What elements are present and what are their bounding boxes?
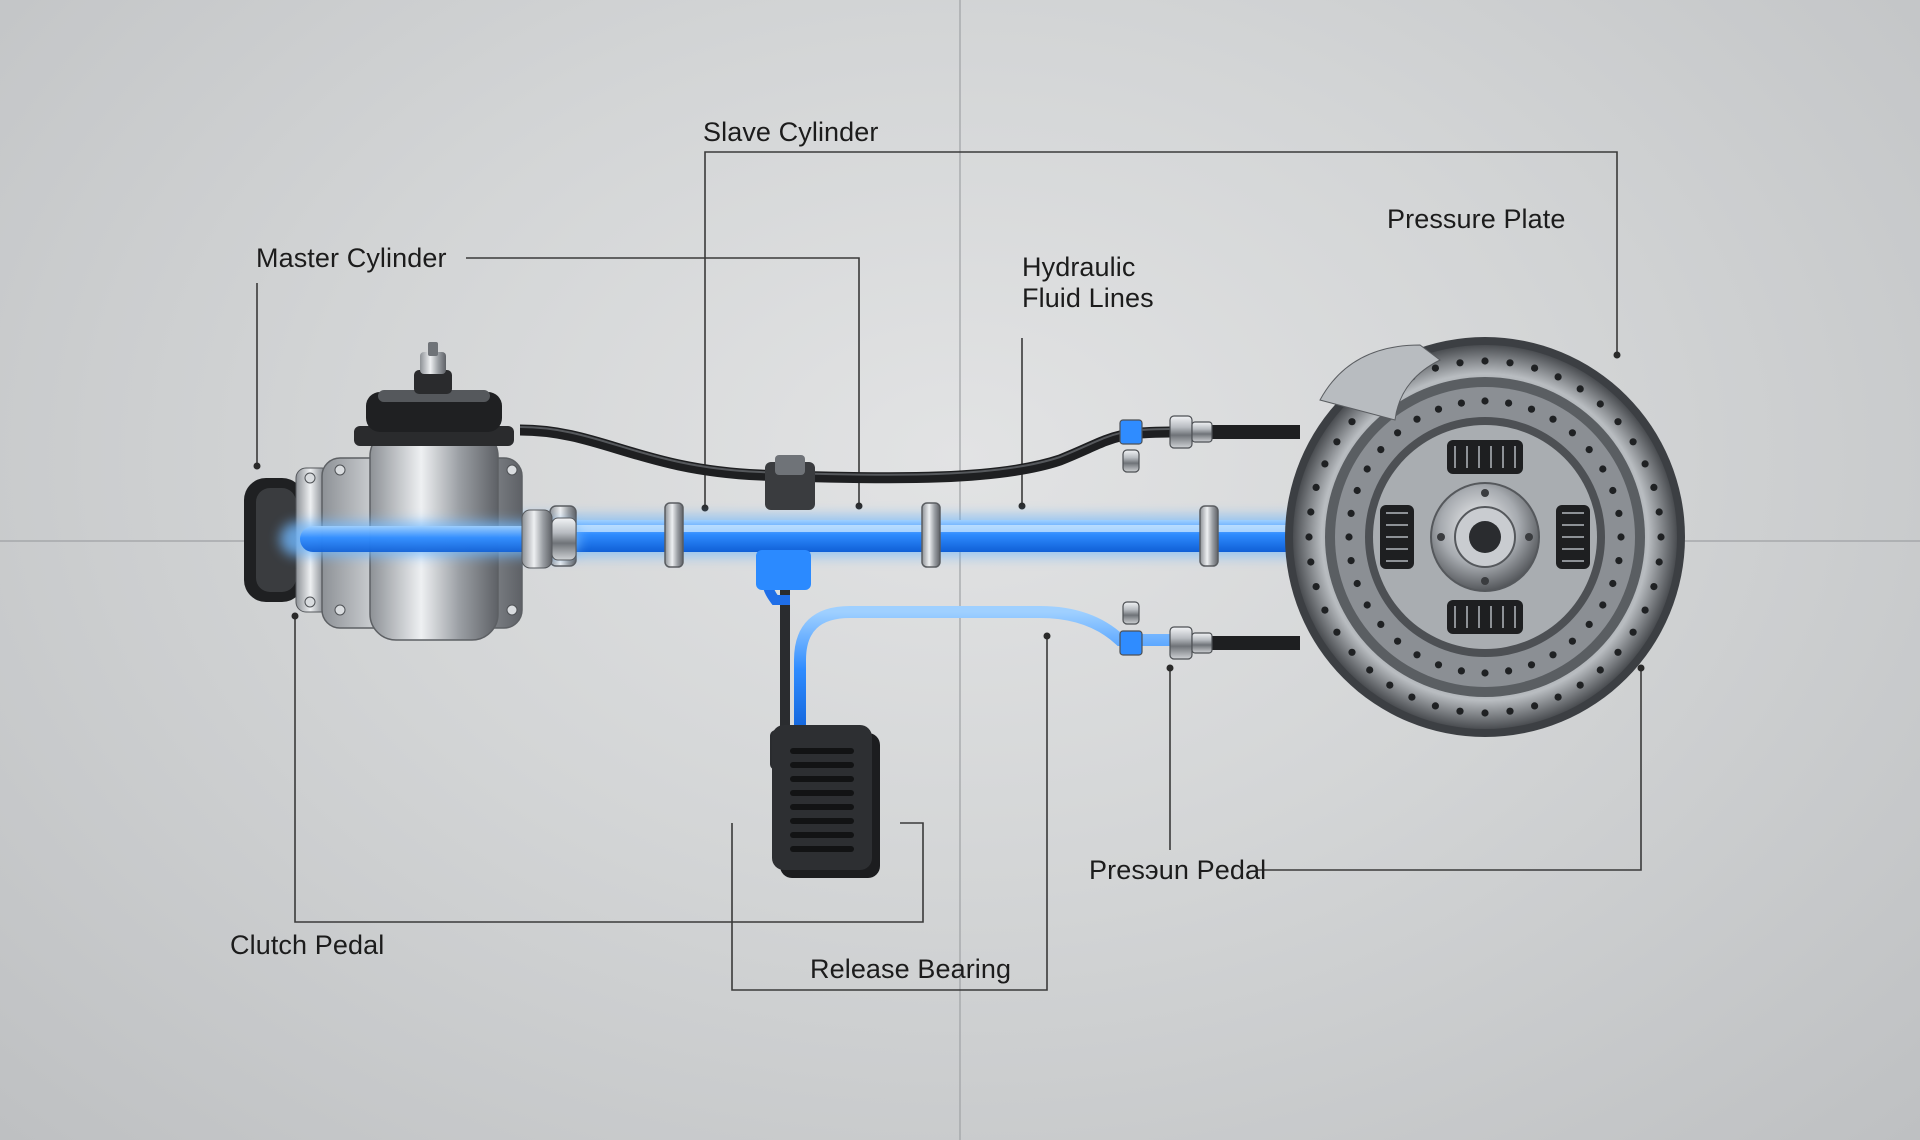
disc-hole — [1531, 364, 1539, 372]
disc-hole — [1655, 558, 1663, 566]
disc-hole — [1456, 359, 1464, 367]
disc-hole — [1641, 460, 1649, 468]
disc-hole — [1576, 385, 1584, 393]
disc-hole — [1321, 606, 1329, 614]
disc-hole — [1615, 509, 1623, 517]
disc-hole — [1345, 533, 1353, 541]
disc-hole — [1609, 579, 1617, 588]
disc-hole — [1614, 648, 1622, 656]
label-hydraulic-fluid-lines: Hydraulic Fluid Lines — [1022, 252, 1154, 314]
label-master-cylinder: Master Cylinder — [256, 243, 447, 273]
disc-hole — [1394, 637, 1402, 645]
hydraulic-hose-black — [519, 424, 1300, 650]
pedal-linkage — [762, 565, 1170, 740]
disc-hole — [1531, 702, 1539, 710]
disc-hole — [1307, 508, 1315, 516]
disc-hole — [1596, 666, 1604, 674]
disc-hole — [1629, 438, 1637, 446]
disc-hole — [1554, 373, 1562, 381]
label-hydraulic-line1: Hydraulic — [1022, 252, 1136, 282]
disc-hole — [1347, 509, 1355, 517]
disc-hole — [1585, 446, 1593, 454]
label-pressure-pedal: Presэun Pedal — [1089, 855, 1267, 885]
disc-hole — [1481, 397, 1489, 405]
disc-hole — [1434, 405, 1443, 413]
disc-hole — [1629, 628, 1637, 636]
disc-hole — [1614, 418, 1622, 426]
disc-hole — [1650, 483, 1658, 491]
disc-hole — [1348, 648, 1356, 656]
disc-hole — [1386, 681, 1394, 689]
disc-hole — [1481, 709, 1489, 717]
disc-hole — [1650, 583, 1658, 591]
line-fittings — [1119, 415, 1213, 660]
disc-hole — [1599, 601, 1607, 609]
disc-hole — [1505, 667, 1513, 675]
disc-hole — [1312, 583, 1320, 591]
disc-hole — [1617, 533, 1625, 541]
master-cylinder-illustration — [244, 342, 580, 641]
disc-hole — [1431, 702, 1439, 710]
disc-hole — [1596, 400, 1604, 408]
clutch-pedal-illustration — [770, 725, 880, 878]
disc-hole — [1413, 415, 1421, 423]
disc-hole — [1554, 693, 1562, 701]
label-pressure-plate: Pressure Plate — [1387, 204, 1566, 234]
disc-hole — [1353, 486, 1361, 495]
disc-hole — [1434, 661, 1443, 669]
disc-hole — [1481, 357, 1489, 365]
disc-hole — [1307, 558, 1315, 566]
disc-hole — [1363, 601, 1371, 609]
leader-lines — [253, 151, 1645, 991]
disc-hole — [1576, 681, 1584, 689]
disc-hole — [1363, 465, 1371, 473]
disc-hole — [1599, 465, 1607, 473]
disc-hole — [1549, 415, 1557, 423]
disc-hole — [1431, 364, 1439, 372]
disc-hole — [1568, 637, 1576, 645]
disc-hole — [1366, 666, 1374, 674]
disc-hole — [1457, 399, 1465, 407]
disc-hole — [1609, 486, 1617, 495]
disc-hole — [1333, 628, 1341, 636]
disc-hole — [1377, 620, 1385, 629]
disc-hole — [1657, 533, 1665, 541]
disc-hole — [1413, 651, 1421, 659]
disc-hole — [1312, 483, 1320, 491]
disc-hole — [1527, 405, 1536, 413]
disc-hole — [1615, 557, 1623, 565]
disc-hole — [1641, 606, 1649, 614]
disc-hole — [1305, 533, 1313, 541]
disc-hole — [1527, 661, 1536, 669]
disc-hole — [1481, 669, 1489, 677]
disc-hole — [1456, 707, 1464, 715]
disc-hole — [1457, 667, 1465, 675]
disc-hole — [1353, 579, 1361, 588]
disc-hole — [1348, 418, 1356, 426]
disc-hole — [1506, 359, 1514, 367]
label-clutch-pedal: Clutch Pedal — [230, 930, 385, 960]
label-hydraulic-line2: Fluid Lines — [1022, 283, 1154, 313]
label-slave-cylinder: Slave Cylinder — [703, 117, 879, 147]
disc-hole — [1655, 508, 1663, 516]
disc-hole — [1506, 707, 1514, 715]
clutch-disc-illustration — [1285, 337, 1685, 737]
damper-springs — [1380, 440, 1590, 634]
disc-hole — [1377, 446, 1385, 454]
disc-hole — [1408, 693, 1416, 701]
disc-hole — [1394, 429, 1402, 437]
disc-hole — [1549, 651, 1557, 659]
disc-hole — [1568, 429, 1576, 437]
disc-hole — [1505, 399, 1513, 407]
disc-hole — [1585, 620, 1593, 629]
label-release-bearing: Release Bearing — [810, 954, 1012, 984]
disc-hole — [1333, 438, 1341, 446]
disc-hole — [1347, 557, 1355, 565]
disc-hole — [1321, 460, 1329, 468]
